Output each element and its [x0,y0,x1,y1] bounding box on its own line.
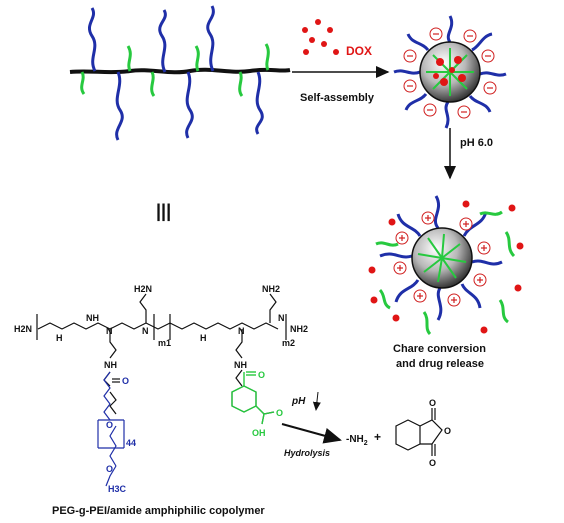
chem-oh-acid: OH [252,428,266,438]
chem-o-amide: O [258,370,265,380]
chem-h-1: H [56,333,63,343]
chem-o-peg-carbonyl: O [122,376,129,386]
chem-h2n-left: H2N [14,324,32,334]
chem-m2: m2 [282,338,295,348]
hydrolysis-ph-label: pH [291,396,306,407]
ph-label: pH 6.0 [460,137,493,149]
plus-sign: + [374,430,381,444]
peg-chain [185,71,194,139]
equivalence-sign: ||| [156,201,171,221]
amide-segment [231,371,275,425]
chem-m1: m1 [158,338,171,348]
dox-label: DOX [346,44,372,58]
peg-chain [255,71,264,135]
loaded-micelle [393,15,507,129]
peg-segment [97,371,125,487]
chem-o-methoxy: O [106,464,113,474]
chem-nh2-right: NH2 [290,324,308,334]
backbone-chain [69,67,291,75]
chem-o-peg-ether: O [106,420,113,430]
amide-side-group [238,71,244,97]
copolymer-backbone-drawing [69,5,291,141]
anhydride-o-ring: O [444,426,451,436]
peg-chain [158,9,167,73]
self-assembly-label: Self-assembly [300,92,375,104]
chem-h2n-top: H2N [134,284,152,294]
dox-dots [302,19,339,55]
amide-side-group [150,71,156,97]
hydrolysis-label: Hydrolysis [284,448,330,458]
chem-labels: H2N H NH N H2N N m1 H N NH2 N NH2 m2 NH … [14,284,308,494]
chem-n-2: N [142,326,149,336]
released-micelle [379,195,503,321]
amine-product: -NH2 [346,434,368,447]
amide-side-group [126,45,132,72]
chem-n44: 44 [126,438,136,448]
release-label-line2: and drug release [396,358,484,370]
released-dox [368,200,524,334]
chem-nh2-top-right: NH2 [262,284,280,294]
chem-h-2: H [200,333,207,343]
amide-side-group [194,45,200,72]
chem-n-1: N [106,326,113,336]
chem-hn-amide: NH [234,360,247,370]
chemical-structure [36,293,287,425]
peg-chain [206,5,215,72]
release-label-line1: Chare conversion [393,343,486,355]
chem-n-4: N [278,313,285,323]
peg-chain [87,7,97,72]
amide-side-group [264,43,270,71]
anhydride-molecule [395,408,443,456]
ph-down-arrow [312,391,321,411]
chem-h3c: H3C [108,484,127,494]
chem-o-acid: O [276,408,283,418]
copolymer-caption: PEG-g-PEI/amide amphiphilic copolymer [52,505,265,517]
peg-chain [115,71,124,141]
chem-nh-peg: NH [104,360,117,370]
chem-n-3: N [238,326,245,336]
hydrolysis-arrow [281,423,342,444]
anhydride-o-bottom: O [429,458,436,468]
amide-side-group [80,71,86,95]
released-amide-fragments [375,210,516,336]
chem-nh-1: NH [86,313,99,323]
anhydride-o-top: O [429,398,436,408]
